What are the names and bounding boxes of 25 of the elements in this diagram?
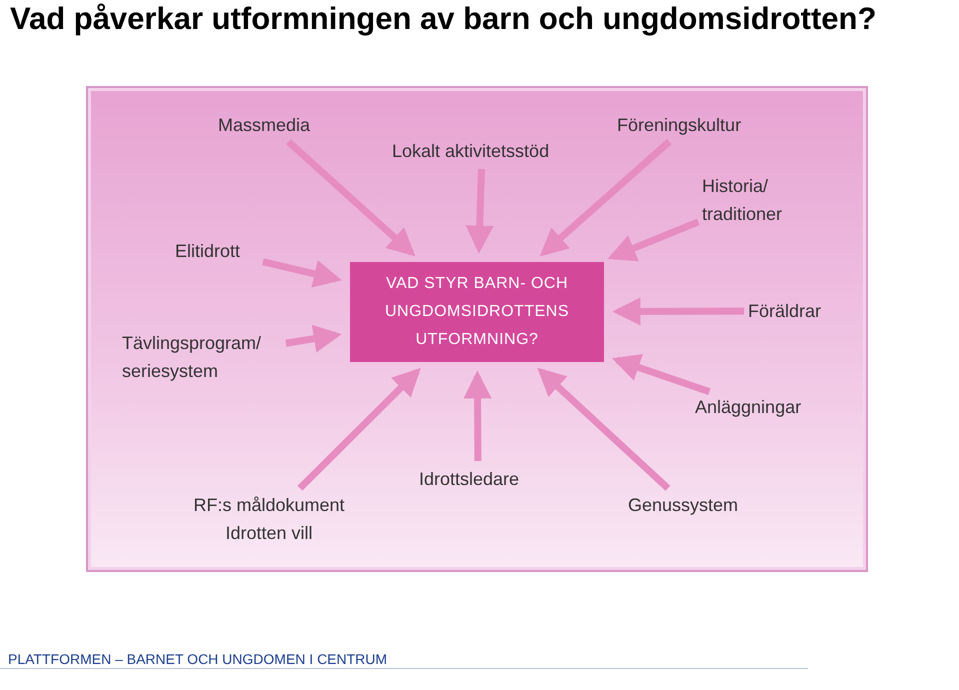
arrow [466,168,494,254]
arrow [262,258,342,288]
arrow [612,297,744,326]
footer-text: PLATTFORMEN – BARNET OCH UNGDOMEN I CENTRUM [8,651,388,667]
arrow [540,139,672,256]
factor-label: Genussystem [628,491,744,519]
slide-title: Vad påverkar utformningen av barn och ungdomsidrotten? [10,0,876,38]
factor-label: Lokalt aktivitetsstöd [392,137,572,165]
arrow [537,368,670,491]
arrow [608,218,700,262]
arrow [285,324,342,352]
factor-label: RF:s måldokument Idrotten vill [183,491,355,547]
factor-label: Elitidrott [175,237,259,265]
factor-label: Historia/ traditioner [702,172,802,228]
arrow [612,354,711,396]
arrow [464,370,492,462]
factor-label: Föreningskultur [617,111,759,139]
factor-label: Föräldrar [748,297,834,325]
factor-label: Massmedia [218,111,322,139]
factor-label: Anläggningar [695,393,813,421]
factor-label: Idrottsledare [419,465,537,493]
factor-label: Tävlingsprogram/ seriesystem [122,329,282,385]
question-box: VAD STYR BARN- OCH UNGDOMSIDROTTENS UTFORMNING? [350,262,604,362]
arrow [286,139,416,256]
arrow [298,368,421,491]
